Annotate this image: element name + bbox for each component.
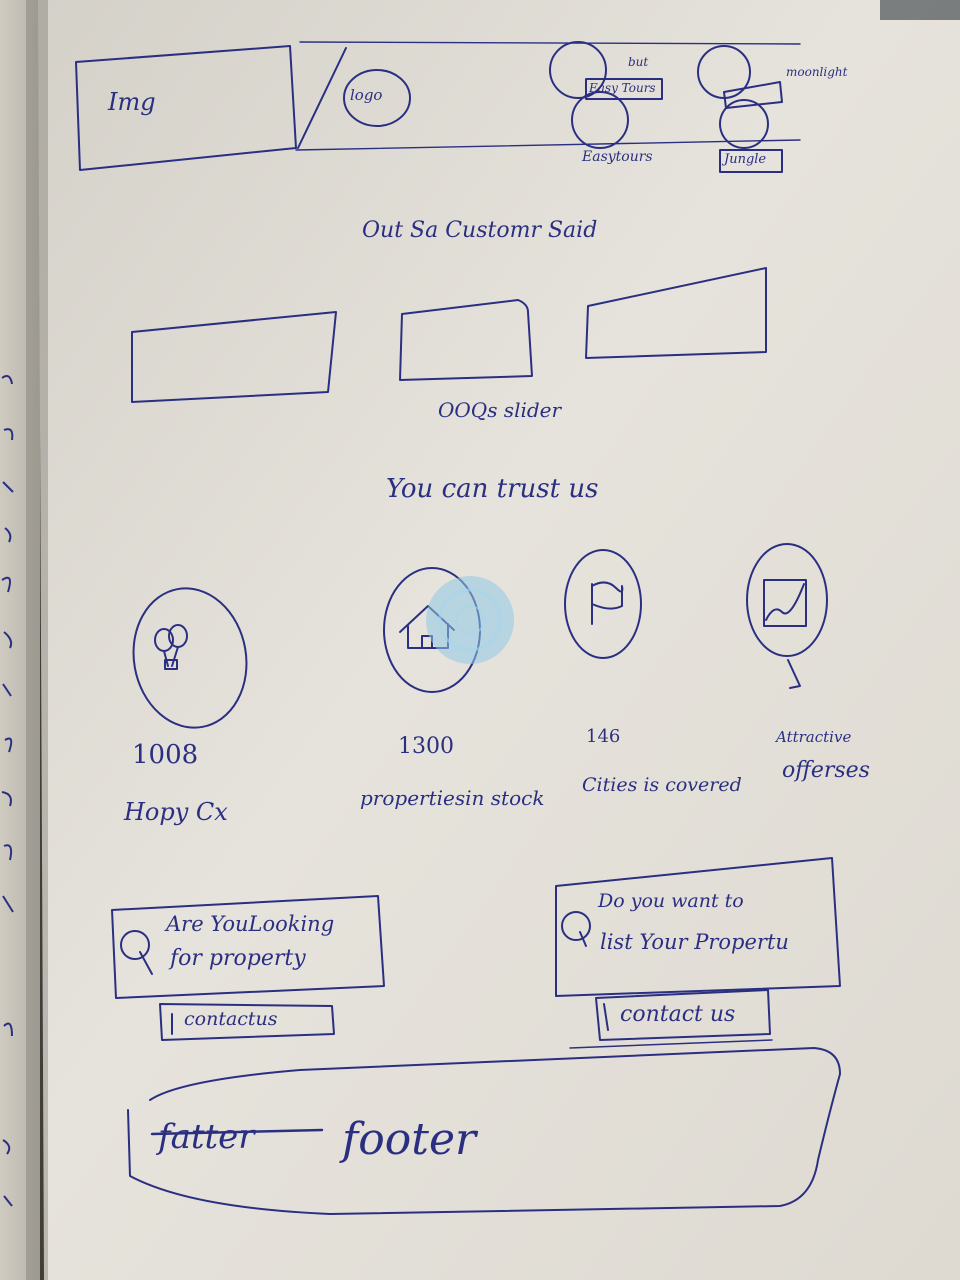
stat-value-1: 1008 (132, 740, 199, 770)
testimonial-card-1 (131, 311, 337, 403)
cta-box-1 (111, 895, 385, 999)
cta-1-line2: for property (170, 946, 306, 971)
question-icon (561, 911, 591, 941)
partner-top-right-label: moonlight (786, 65, 848, 79)
cta-1-line1: Are YouLooking (166, 912, 335, 936)
stat-label-2: propertiesin stock (360, 786, 545, 810)
cta-box-2 (555, 857, 841, 997)
stat-circle-3 (564, 549, 642, 659)
stat-label-1: Hopy Cx (124, 798, 228, 826)
header-bottom-line (295, 139, 801, 151)
cta-2-line2: list Your Propertu (600, 930, 789, 954)
balloons-icon (154, 624, 188, 670)
left-page-scribbles (1, 375, 14, 1207)
cta-1-button-label[interactable]: contactus (184, 1008, 278, 1030)
header-top-line (299, 41, 801, 45)
stat-label-3: Cities is covered (582, 774, 742, 796)
hero-img-label: Img (108, 88, 156, 116)
left-page (0, 0, 40, 1280)
trust-heading: You can trust us (386, 474, 599, 504)
testimonial-card-3 (585, 267, 767, 359)
search-icon (120, 930, 150, 960)
logo-label: logo (350, 86, 383, 104)
cta-2-button-label[interactable]: contact us (620, 1002, 736, 1027)
strikethrough-line (150, 1128, 324, 1136)
partner-circle-1 (549, 41, 607, 99)
logo-circle (343, 69, 411, 127)
stat-value-2: 1300 (398, 734, 454, 759)
partner-box-1 (585, 78, 663, 100)
cta-2-line1: Do you want to (598, 890, 744, 912)
cta-button-2 (595, 989, 771, 1041)
chart-icon (763, 579, 807, 689)
partner-top-left-label: but (628, 55, 649, 69)
footer-box (127, 1047, 841, 1215)
spine-shadow (26, 0, 48, 1280)
partner-circle-4 (719, 99, 769, 149)
stamp-mark (426, 576, 514, 664)
stat-circle-1 (132, 587, 248, 729)
stat-value-4: Attractive (776, 728, 852, 746)
testimonial-card-2 (399, 299, 533, 381)
hero-divider (297, 47, 347, 149)
partner-box-1-label: Easy Tours (589, 81, 656, 95)
flag-icon (591, 581, 624, 625)
testimonials-heading: Out Sa Customr Said (362, 218, 598, 243)
partner-circle-2 (571, 91, 629, 149)
stat-value-3: 146 (586, 726, 621, 747)
hero-image-box (75, 45, 297, 171)
partner-bottom-left-label: Easytours (582, 149, 653, 165)
partner-box-3-label: Jungle (724, 152, 767, 167)
partner-box-2 (723, 81, 783, 109)
cta-button-1 (159, 1003, 335, 1041)
testimonials-caption: OOQs slider (438, 398, 562, 422)
footer-label: footer (342, 1114, 477, 1165)
search-icon-handle (139, 951, 153, 975)
footer-struck-label: fatter (158, 1117, 255, 1157)
stat-circle-4 (746, 543, 828, 657)
partner-box-3 (719, 149, 783, 173)
stat-label-4: offerses (782, 758, 870, 783)
